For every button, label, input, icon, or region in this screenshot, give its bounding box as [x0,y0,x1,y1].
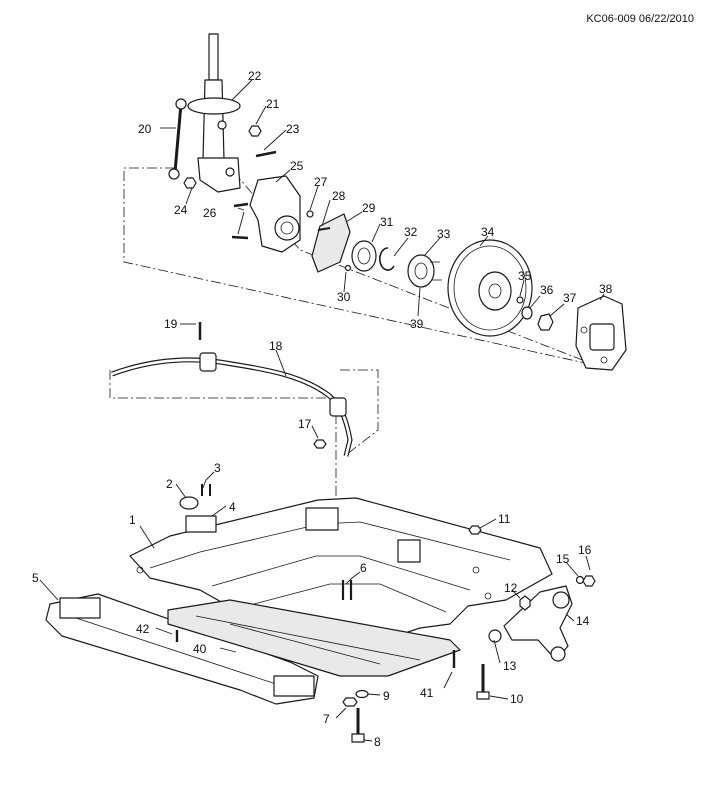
callout-29: 29 [362,201,376,215]
callout-26: 26 [203,206,217,220]
leader-lines [39,79,605,742]
callout-20: 20 [138,122,152,136]
callout-23: 23 [286,122,300,136]
callout-30: 30 [337,290,351,304]
wheel-bearing [344,240,395,272]
stabilizer-link [168,98,187,180]
callout-27: 27 [314,175,328,189]
callout-19: 19 [164,317,178,331]
mounting-bolts [175,525,490,743]
small-nuts-upper [183,125,277,189]
callout-9: 9 [383,689,390,703]
callout-15: 15 [556,552,570,566]
callout-31: 31 [380,215,394,229]
callout-7: 7 [323,712,330,726]
callout-35: 35 [518,269,532,283]
frame-mount-bushing [179,484,217,533]
wheel-hub [407,254,442,288]
callout-3: 3 [214,461,221,475]
phantom-lines [109,167,609,505]
steering-knuckle [231,175,301,253]
callout-34: 34 [481,225,495,239]
callout-40: 40 [193,642,207,656]
callout-37: 37 [563,291,577,305]
stabilizer-bar [111,322,353,457]
callout-14: 14 [576,614,590,628]
callout-16: 16 [578,543,592,557]
dust-shield [306,210,351,273]
hub-hardware [516,296,554,331]
callout-10: 10 [510,692,524,706]
callout-42: 42 [136,622,150,636]
callout-21: 21 [266,97,280,111]
callout-labels: 1 2 3 4 5 6 7 8 9 10 11 12 13 14 15 16 1… [32,69,613,749]
drawing-reference: KC06-009 06/22/2010 [586,13,694,25]
callout-11: 11 [498,512,511,526]
callout-32: 32 [404,225,418,239]
callout-13: 13 [503,659,517,673]
callout-5: 5 [32,571,39,585]
brake-rotor [447,239,533,337]
callout-4: 4 [229,500,236,514]
callout-24: 24 [174,203,188,217]
strut-assembly [187,33,241,193]
brake-caliper [575,295,627,371]
callout-39: 39 [410,317,424,331]
callout-33: 33 [437,227,451,241]
callout-8: 8 [374,735,381,749]
lower-control-arm [488,575,596,662]
callout-41: 41 [420,686,434,700]
callout-36: 36 [540,283,554,297]
callout-2: 2 [166,477,173,491]
callout-12: 12 [504,581,518,595]
callout-28: 28 [332,189,346,203]
callout-38: 38 [599,282,613,296]
callout-1: 1 [129,513,136,527]
callout-18: 18 [269,339,283,353]
callout-25: 25 [290,159,304,173]
callout-17: 17 [298,417,312,431]
underbody-shield [167,599,461,677]
callout-6: 6 [360,561,367,575]
callout-22: 22 [248,69,262,83]
